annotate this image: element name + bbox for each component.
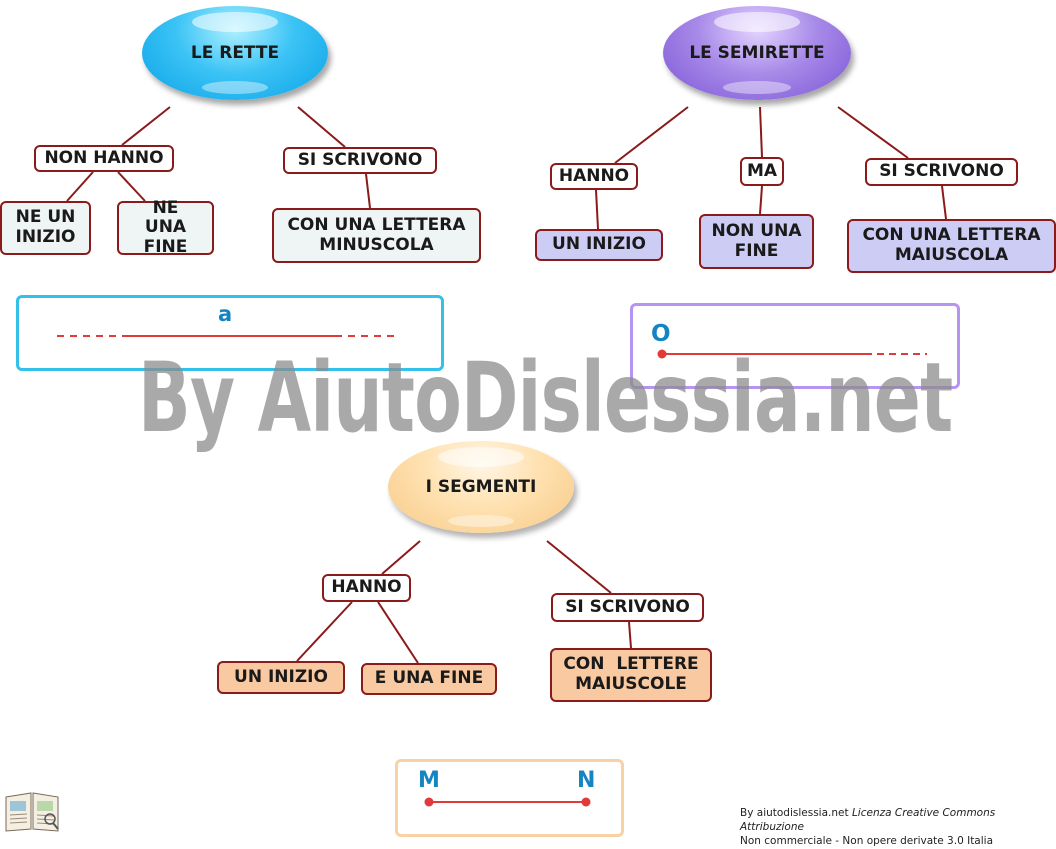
segmenti-label-hanno: HANNO: [322, 574, 411, 602]
segmenti-point-n: [581, 797, 591, 807]
semirette-label-hanno: HANNO: [550, 163, 638, 190]
semirette-origin-point: [657, 349, 667, 359]
rette-label-si-scrivono: SI SCRIVONO: [283, 147, 437, 174]
watermark: By AiutoDislessia.net: [138, 342, 953, 454]
semirette-example-box: O: [630, 303, 960, 389]
connector-line: [628, 621, 632, 649]
segmenti-e-una-fine: E UNA FINE: [361, 663, 497, 695]
semirette-non-una-fine: NON UNA FINE: [699, 214, 814, 269]
rette-ne-una-fine: NE UNA FINE: [117, 198, 214, 256]
connector-line: [66, 171, 94, 202]
connector-line: [296, 601, 353, 662]
semirette-label-si-scrivono: SI SCRIVONO: [865, 158, 1018, 186]
segmenti-example-start: M: [418, 768, 440, 793]
rette-example-box: a: [16, 295, 444, 371]
connector-line: [297, 106, 346, 148]
rette-ne-un-inizio: NE UN INIZIO: [0, 201, 91, 255]
segmenti-example-end: N: [577, 768, 596, 793]
semirette-title: LE SEMIRETTE: [689, 43, 825, 63]
segmenti-un-inizio: UN INIZIO: [217, 661, 345, 694]
semirette-title-ellipse: LE SEMIRETTE: [663, 6, 851, 100]
semirette-un-inizio: UN INIZIO: [535, 229, 663, 261]
segmenti-point-m: [424, 797, 434, 807]
rette-label-non-hanno: NON HANNO: [34, 145, 174, 172]
segmenti-lettere-maiuscole: CON LETTERE MAIUSCOLE: [550, 648, 712, 702]
connector-line: [377, 601, 419, 664]
connector-line: [121, 106, 171, 146]
segmenti-example-box: M N: [395, 759, 624, 837]
semirette-example-letter: O: [651, 321, 671, 347]
connector-line: [837, 106, 909, 159]
rette-example-letter: a: [218, 302, 233, 326]
book-logo-icon: [5, 792, 59, 832]
segmenti-title: I SEGMENTI: [425, 477, 537, 497]
segmenti-label-si-scrivono: SI SCRIVONO: [551, 593, 704, 622]
connector-line: [546, 540, 612, 594]
connector-line: [117, 171, 146, 202]
connector-line: [365, 173, 371, 209]
segmenti-example-line: [424, 797, 591, 807]
segmenti-title-ellipse: I SEGMENTI: [388, 441, 574, 533]
connector-line: [595, 189, 599, 230]
semirette-example-line: [657, 349, 927, 359]
connector-line: [941, 185, 947, 220]
license-credit: By aiutodislessia.net Licenza Creative C…: [740, 807, 996, 848]
connector-line: [381, 540, 421, 575]
rette-example-line: [57, 335, 395, 337]
rette-title: LE RETTE: [190, 43, 280, 63]
connector-line: [759, 185, 763, 215]
rette-title-ellipse: LE RETTE: [142, 6, 328, 100]
semirette-label-ma: MA: [740, 157, 784, 186]
connector-line: [614, 106, 689, 164]
connector-line: [759, 106, 763, 158]
semirette-lettera-maiuscola: CON UNA LETTERA MAIUSCOLA: [847, 219, 1056, 273]
rette-lettera-minuscola: CON UNA LETTERA MINUSCOLA: [272, 208, 481, 263]
